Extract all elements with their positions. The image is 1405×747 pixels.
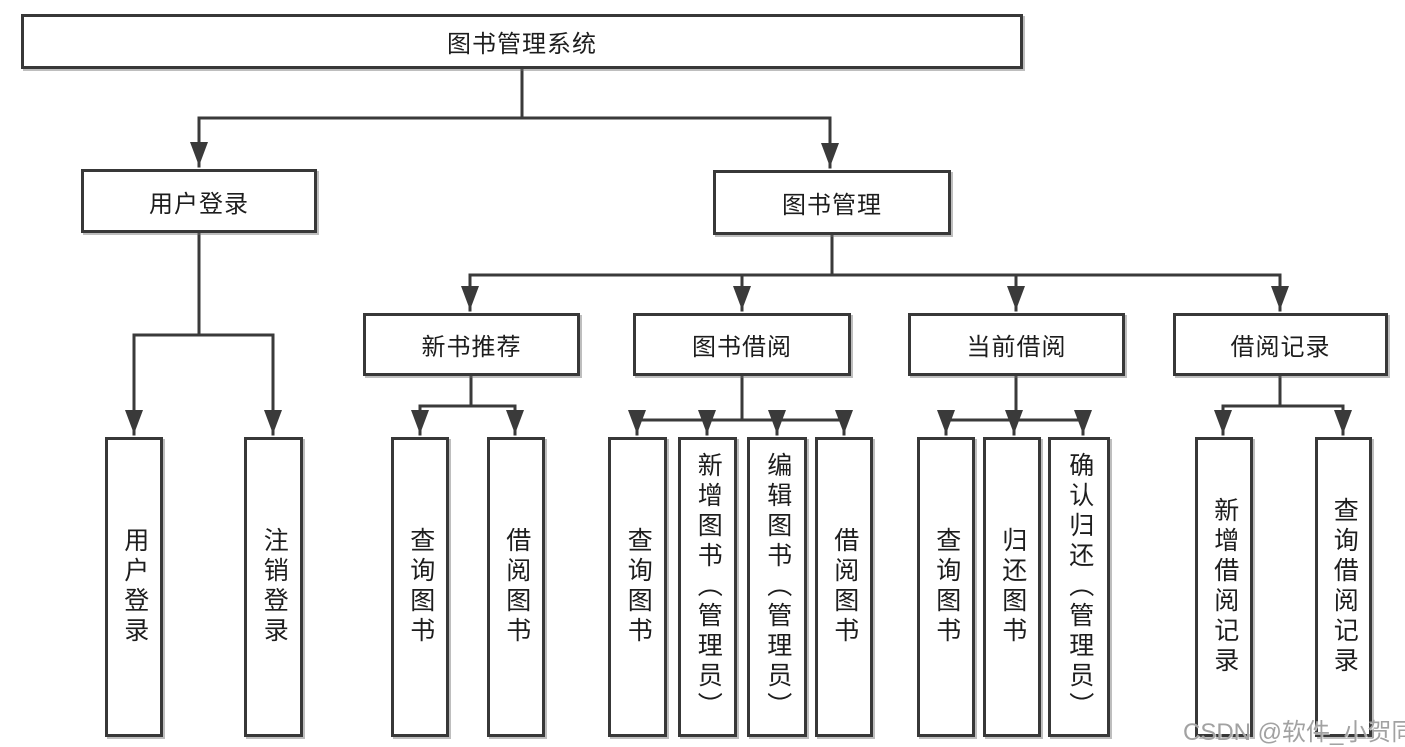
leaf-label: 注销登录 xyxy=(260,527,289,647)
leaf-label: 新增借阅记录 xyxy=(1210,497,1239,677)
leaf-label: 查询图书 xyxy=(624,527,653,647)
leaf-label: 用户登录 xyxy=(120,527,149,647)
leaf-label: 确认归还（管理员） xyxy=(1065,452,1094,722)
leaf-query-books-3: 查询图书 xyxy=(917,437,975,737)
leaf-edit-book-admin: 编辑图书（管理员） xyxy=(747,437,807,737)
leaf-logout: 注销登录 xyxy=(244,437,303,737)
leaf-return-book: 归还图书 xyxy=(983,437,1041,737)
leaf-label: 查询图书 xyxy=(406,527,435,647)
leaf-label: 借阅图书 xyxy=(830,527,859,647)
leaf-query-books-1: 查询图书 xyxy=(391,437,449,737)
leaf-label: 借阅图书 xyxy=(502,527,531,647)
leaf-label: 查询图书 xyxy=(932,527,961,647)
node-borrow-record: 借阅记录 xyxy=(1173,313,1388,376)
leaf-user-login: 用户登录 xyxy=(105,437,163,737)
node-user-login-branch: 用户登录 xyxy=(81,169,317,233)
leaf-confirm-return-admin: 确认归还（管理员） xyxy=(1048,437,1110,737)
leaf-query-books-2: 查询图书 xyxy=(608,437,667,737)
leaf-query-borrow-record: 查询借阅记录 xyxy=(1315,437,1372,737)
node-book-borrow: 图书借阅 xyxy=(633,313,851,376)
leaf-label: 新增图书（管理员） xyxy=(694,452,723,722)
csdn-watermark: CSDN @软件_小贺同学 xyxy=(1183,719,1405,746)
node-book-management-branch: 图书管理 xyxy=(713,170,951,235)
leaf-label: 归还图书 xyxy=(998,527,1027,647)
leaf-label: 编辑图书（管理员） xyxy=(763,452,792,722)
leaf-borrow-books-2: 借阅图书 xyxy=(815,437,873,737)
leaf-label: 查询借阅记录 xyxy=(1330,497,1359,677)
node-current-borrow: 当前借阅 xyxy=(908,313,1125,376)
leaf-add-borrow-record: 新增借阅记录 xyxy=(1195,437,1253,737)
leaf-add-book-admin: 新增图书（管理员） xyxy=(678,437,737,737)
leaf-borrow-books-1: 借阅图书 xyxy=(487,437,545,737)
node-new-book-recommend: 新书推荐 xyxy=(363,313,580,376)
node-library-management-system: 图书管理系统 xyxy=(21,14,1023,69)
